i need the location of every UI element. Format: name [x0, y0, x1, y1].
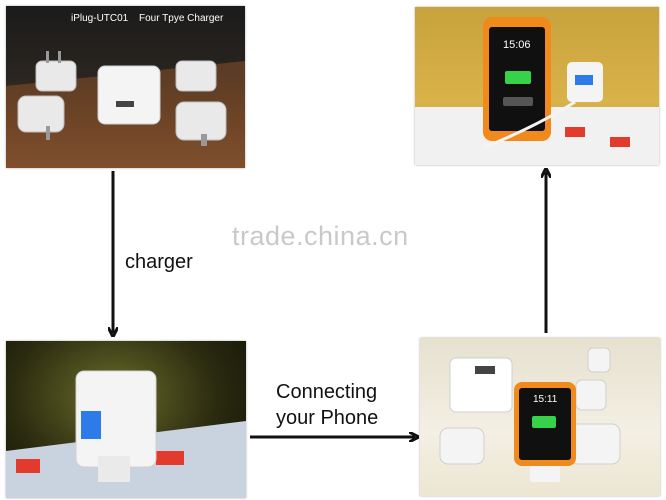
photo-phone-charging: 15:06 [415, 7, 659, 165]
right-arrow-label-line1: Connecting [276, 381, 378, 403]
charger-kit-illustration [6, 51, 245, 168]
caption-title: Four Tpye Charger [139, 13, 224, 24]
photo-charger-plugged [6, 341, 246, 498]
photo-charger-kit: iPlug-UTC01 Four Tpye Charger [6, 6, 245, 168]
phone-clock: 15:06 [503, 39, 531, 51]
phone-clock: 15:11 [533, 394, 558, 405]
charger-plugged-illustration [6, 370, 246, 498]
right-arrow-label-line2: your Phone [276, 407, 379, 429]
caption-model: iPlug-UTC01 [71, 13, 129, 24]
phone-kit-illustration [439, 347, 621, 482]
phone-charging-illustration [415, 17, 659, 165]
watermark: trade.china.cn [232, 221, 409, 251]
down-arrow-label: charger [125, 251, 193, 273]
photo-phone-with-kit: 15:11 [420, 338, 660, 496]
